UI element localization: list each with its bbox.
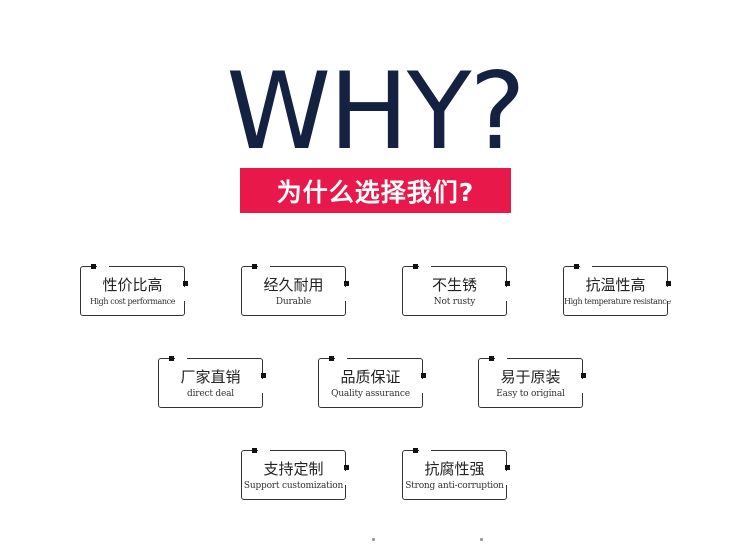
corner-mark	[574, 264, 592, 269]
feature-subtitle: Durable	[275, 297, 312, 307]
feature-card-not-rusty: 不生锈 Not rusty	[402, 264, 510, 316]
feature-subtitle: Support customization	[243, 481, 344, 491]
feature-subtitle: Strong anti-corruption	[405, 481, 504, 491]
feature-title: 厂家直销	[180, 368, 241, 386]
feature-card-customization: 支持定制 Support customization	[241, 448, 349, 500]
headline-why: WHY?	[226, 50, 526, 173]
feature-subtitle: Easy to original	[496, 389, 565, 399]
feature-title: 抗腐性强	[424, 460, 485, 478]
feature-title: 不生锈	[431, 276, 477, 294]
corner-mark	[91, 264, 109, 269]
corner-mark	[413, 264, 431, 269]
side-mark	[581, 373, 586, 395]
feature-subtitle: High cost performance	[89, 297, 176, 306]
feature-subtitle: Not rusty	[433, 297, 476, 307]
feature-subtitle: direct deal	[187, 389, 234, 399]
feature-card-high-temperature: 抗温性高 High temperature resistance	[563, 264, 671, 316]
side-mark	[344, 465, 349, 487]
feature-title: 性价比高	[102, 276, 163, 294]
feature-card-anti-corruption: 抗腐性强 Strong anti-corruption	[402, 448, 510, 500]
side-mark	[344, 281, 349, 303]
feature-card-quality-assurance: 品质保证 Quality assurance	[318, 356, 426, 408]
corner-mark	[329, 356, 347, 361]
corner-mark	[252, 448, 270, 453]
side-mark	[421, 373, 426, 395]
side-mark	[505, 281, 510, 303]
corner-mark	[413, 448, 431, 453]
feature-title: 品质保证	[340, 368, 401, 386]
feature-card-direct-deal: 厂家直销 direct deal	[158, 356, 266, 408]
feature-title: 支持定制	[263, 460, 324, 478]
feature-subtitle: High temperature resistance	[564, 297, 671, 306]
side-mark	[505, 465, 510, 487]
side-mark	[261, 373, 266, 395]
corner-mark	[252, 264, 270, 269]
side-mark	[183, 281, 188, 303]
feature-title: 易于原装	[500, 368, 561, 386]
side-mark	[666, 281, 671, 303]
feature-subtitle: Quality assurance	[331, 389, 410, 399]
feature-title: 经久耐用	[263, 276, 324, 294]
feature-card-durable: 经久耐用 Durable	[241, 264, 349, 316]
bottom-edge-marks	[0, 538, 750, 542]
feature-title: 抗温性高	[585, 276, 646, 294]
banner-why-choose-us: 为什么选择我们?	[240, 168, 511, 213]
feature-card-easy-to-original: 易于原装 Easy to original	[478, 356, 586, 408]
corner-mark	[489, 356, 507, 361]
feature-card-cost-performance: 性价比高 High cost performance	[80, 264, 188, 316]
corner-mark	[169, 356, 187, 361]
